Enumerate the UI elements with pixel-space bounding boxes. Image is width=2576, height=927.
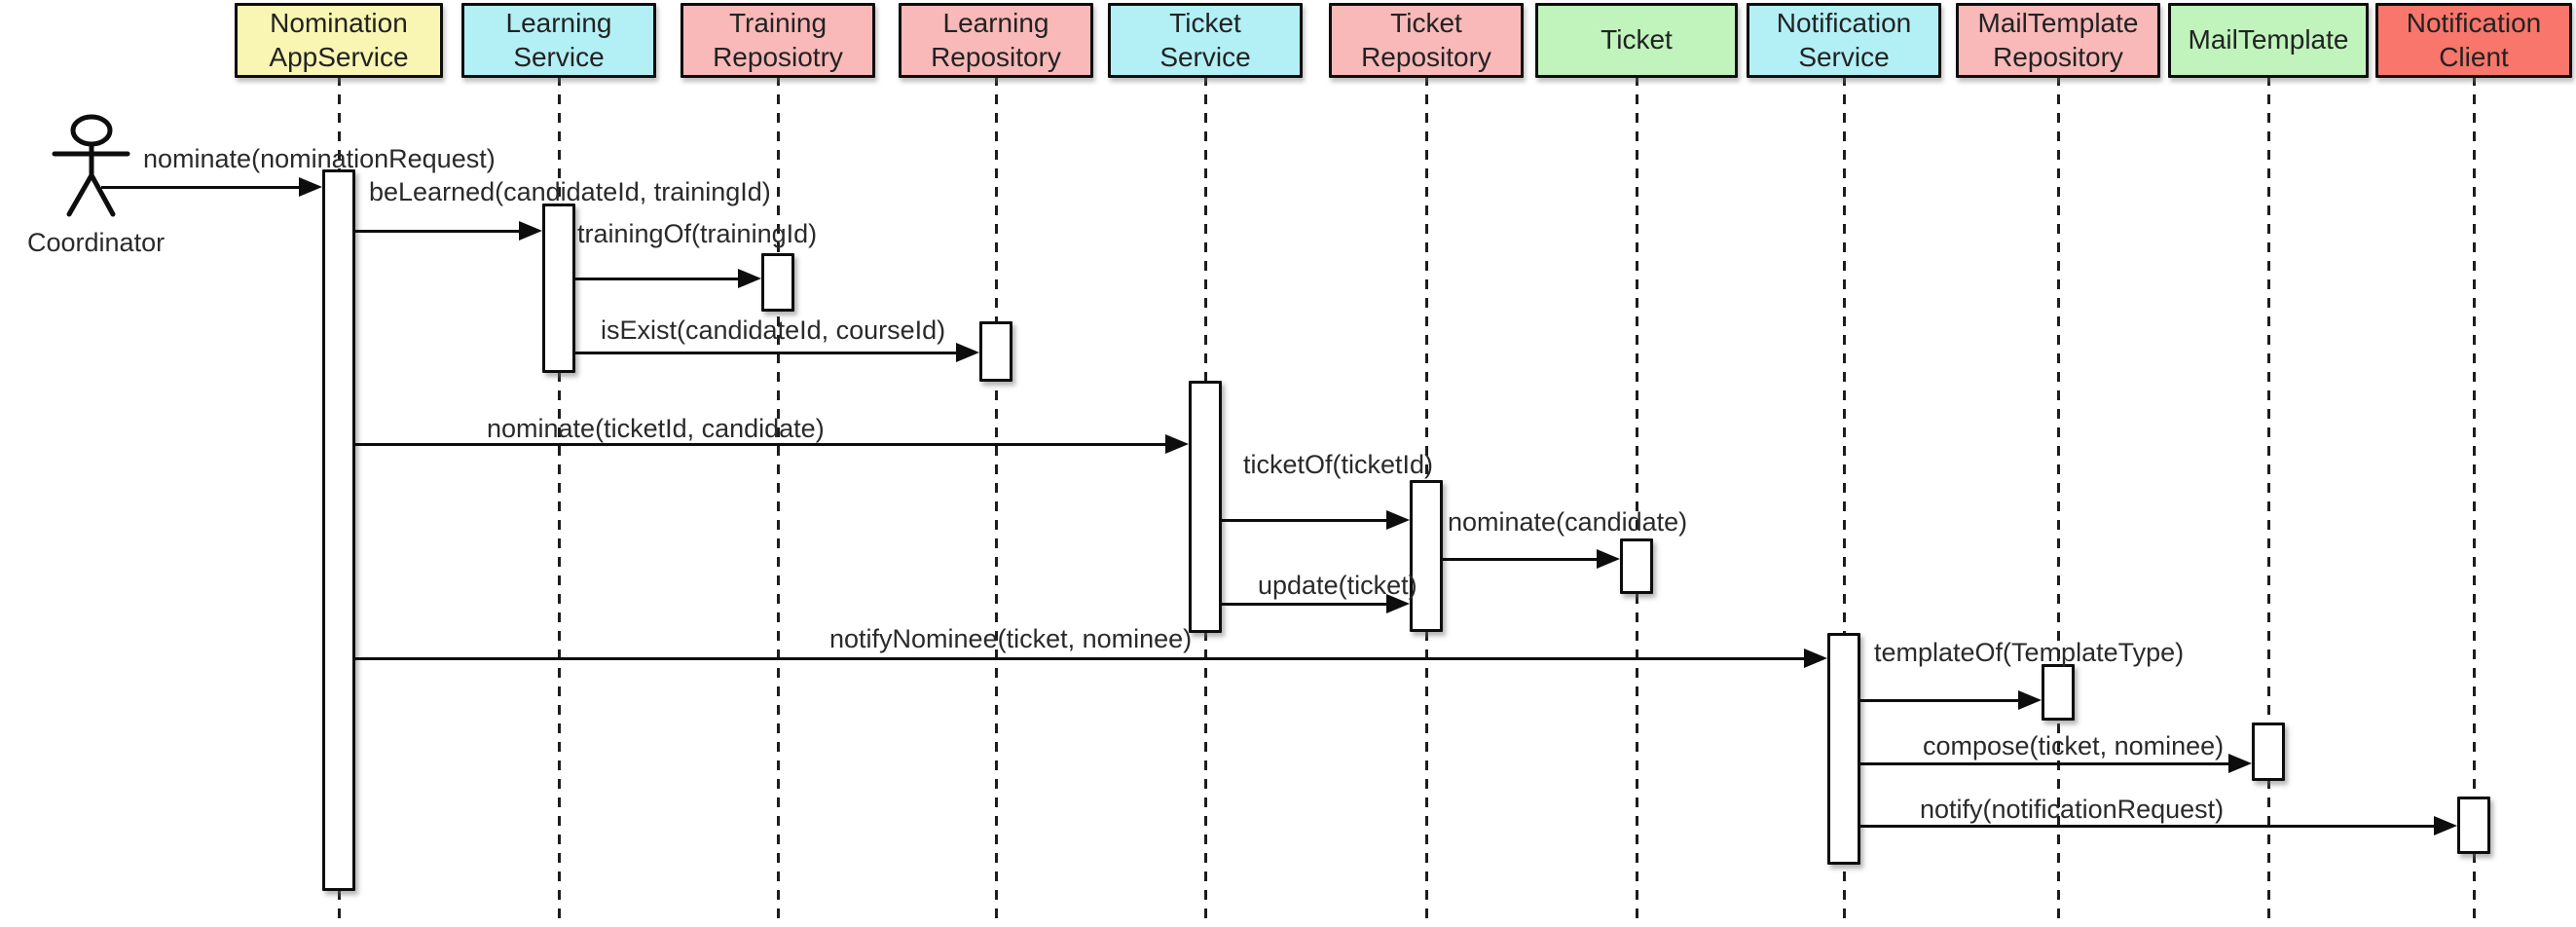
activation-mailtemplate-repository — [2042, 664, 2075, 721]
participant-label: Training Reposiotry — [713, 8, 843, 72]
message-arrowhead-icon — [1165, 434, 1189, 454]
message-arrowhead-icon — [1386, 594, 1410, 613]
message-arrowhead-icon — [519, 221, 542, 241]
message-arrowhead-icon — [2228, 754, 2252, 773]
message-label-isexist: isExist(candidateId, courseId) — [601, 315, 946, 345]
message-line-compose — [1860, 761, 2232, 765]
participant-nomination-appservice: Nomination AppService — [235, 3, 443, 78]
activation-ticket — [1620, 538, 1653, 594]
message-label-compose: compose(ticket, nominee) — [1923, 731, 2225, 760]
participant-ticket-repository: Ticket Repository — [1329, 3, 1524, 78]
lifeline-notification-service — [1842, 76, 1846, 927]
activation-learning-service — [542, 204, 575, 373]
activation-notification-client — [2457, 797, 2490, 854]
participant-notification-service: Notification Service — [1747, 3, 1941, 78]
message-line-isexist — [575, 351, 960, 354]
participant-ticket: Ticket — [1535, 3, 1738, 78]
message-label-ticketof: ticketOf(ticketId) — [1243, 450, 1434, 479]
lifeline-training-reposiotry — [776, 76, 780, 927]
message-line-templateof — [1860, 698, 2022, 702]
activation-mailtemplate — [2252, 723, 2285, 781]
participant-mailtemplate: MailTemplate — [2168, 3, 2369, 78]
message-arrowhead-icon — [2018, 690, 2042, 710]
message-label-notify: notify(notificationRequest) — [1920, 795, 2225, 824]
message-arrowhead-icon — [2434, 816, 2457, 835]
participant-ticket-service: Ticket Service — [1108, 3, 1303, 78]
message-line-update — [1222, 602, 1390, 606]
message-label-notifynominee: notifyNominee(ticket, nominee) — [829, 624, 1193, 653]
message-label-nominate: nominate(ticketId, candidate) — [487, 414, 825, 443]
message-label-templateof: templateOf(TemplateType) — [1874, 638, 2185, 667]
activation-ticket-service — [1189, 381, 1222, 633]
lifeline-mailtemplate-repository — [2056, 76, 2060, 927]
message-line-nominate — [1443, 557, 1601, 561]
message-line-notify — [1860, 824, 2438, 828]
lifeline-mailtemplate — [2266, 76, 2270, 927]
message-arrowhead-icon — [1386, 510, 1410, 530]
participant-label: MailTemplate — [2188, 24, 2349, 56]
participant-label: MailTemplate Repository — [1977, 8, 2139, 72]
message-line-belearned — [355, 229, 523, 233]
participant-label: Nomination AppService — [269, 8, 409, 72]
message-arrowhead-icon — [956, 343, 979, 362]
message-line-trainingof — [575, 277, 742, 280]
activation-nomination-appservice — [322, 169, 355, 891]
participant-label: Ticket Service — [1159, 8, 1251, 72]
message-arrowhead-icon — [738, 269, 761, 288]
participant-label: Notification Service — [1776, 8, 1912, 72]
lifeline-ticket — [1635, 76, 1638, 927]
participant-notification-client: Notification Client — [2375, 3, 2572, 78]
activation-training-reposiotry — [761, 253, 794, 312]
participant-mailtemplate-repository: MailTemplate Repository — [1956, 3, 2160, 78]
participant-learning-repository: Learning Repository — [899, 3, 1093, 78]
participant-label: Ticket Repository — [1361, 8, 1491, 72]
message-label-nominate: nominate(nominationRequest) — [143, 144, 496, 173]
participant-learning-service: Learning Service — [461, 3, 656, 78]
message-arrowhead-icon — [299, 177, 322, 197]
participant-label: Ticket — [1601, 24, 1673, 56]
activation-learning-repository — [979, 321, 1012, 382]
message-label-update: update(ticket) — [1258, 571, 1417, 600]
message-line-nominate — [101, 185, 303, 189]
participant-training-reposiotry: Training Reposiotry — [681, 3, 875, 78]
activation-ticket-repository — [1410, 480, 1443, 632]
participant-label: Learning Repository — [931, 8, 1061, 72]
lifeline-notification-client — [2472, 76, 2476, 927]
actor-label: Coordinator — [27, 228, 166, 257]
message-line-notifynominee — [355, 656, 1808, 660]
lifeline-learning-repository — [994, 76, 998, 927]
message-arrowhead-icon — [1804, 649, 1827, 668]
actor-icon — [52, 114, 130, 217]
message-label-belearned: beLearned(candidateId, trainingId) — [369, 177, 771, 206]
activation-notification-service — [1827, 633, 1860, 865]
message-line-nominate — [355, 442, 1169, 446]
message-label-trainingof: trainingOf(trainingId) — [577, 219, 818, 248]
participant-label: Learning Service — [505, 8, 612, 72]
message-label-nominate: nominate(candidate) — [1448, 507, 1688, 537]
message-arrowhead-icon — [1597, 549, 1620, 569]
lifeline-learning-service — [557, 76, 561, 927]
message-line-ticketof — [1222, 518, 1390, 522]
participant-label: Notification Client — [2406, 8, 2542, 72]
